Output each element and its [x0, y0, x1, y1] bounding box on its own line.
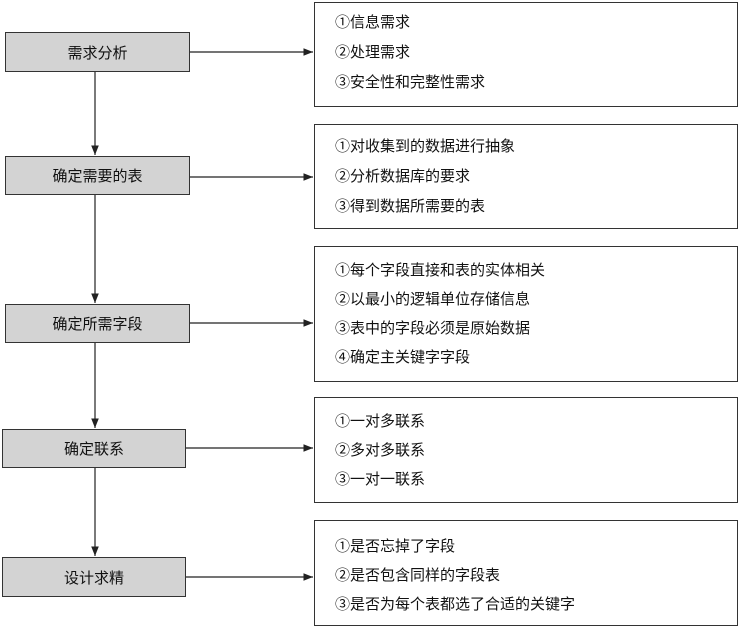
detail-item: ①对收集到的数据进行抽象	[335, 137, 516, 155]
detail-item: ③是否为每个表都选了合适的关键字	[335, 595, 576, 613]
detail-item: ①一对多联系	[335, 412, 426, 430]
step-label-5: 设计求精	[63, 568, 124, 587]
detail-item: ②多对多联系	[335, 441, 426, 459]
step-label-3: 确定所需字段	[52, 315, 143, 333]
detail-item: ②是否包含同样的字段表	[335, 566, 501, 584]
detail-item: ③得到数据所需要的表	[335, 197, 486, 215]
detail-box-5: ①是否忘掉了字段 ②是否包含同样的字段表 ③是否为每个表都选了合适的关键字	[314, 520, 738, 626]
step-box-3: 确定所需字段	[5, 304, 190, 343]
detail-box-2: ①对收集到的数据进行抽象 ②分析数据库的要求 ③得到数据所需要的表	[314, 124, 738, 229]
detail-item: ①信息需求	[335, 13, 411, 31]
step-label-1: 需求分析	[67, 43, 128, 62]
step-box-1: 需求分析	[5, 32, 190, 72]
detail-item: ①是否忘掉了字段	[335, 537, 456, 555]
step-box-2: 确定需要的表	[5, 156, 190, 195]
detail-item: ④确定主关键字字段	[335, 348, 471, 366]
detail-box-3: ①每个字段直接和表的实体相关 ②以最小的逻辑单位存储信息 ③表中的字段必须是原始…	[314, 246, 738, 382]
detail-item: ②分析数据库的要求	[335, 167, 471, 185]
step-label-2: 确定需要的表	[52, 167, 143, 185]
detail-item: ②以最小的逻辑单位存储信息	[335, 290, 531, 308]
step-box-4: 确定联系	[2, 429, 186, 468]
detail-item: ①每个字段直接和表的实体相关	[335, 261, 546, 279]
step-label-4: 确定联系	[63, 440, 124, 458]
detail-item: ③表中的字段必须是原始数据	[335, 319, 531, 337]
detail-item: ②处理需求	[335, 43, 411, 61]
detail-box-4: ①一对多联系 ②多对多联系 ③一对一联系	[314, 397, 738, 503]
detail-item: ③一对一联系	[335, 470, 426, 488]
detail-item: ③安全性和完整性需求	[335, 73, 486, 91]
detail-box-1: ①信息需求 ②处理需求 ③安全性和完整性需求	[314, 2, 738, 107]
step-box-5: 设计求精	[2, 557, 186, 597]
